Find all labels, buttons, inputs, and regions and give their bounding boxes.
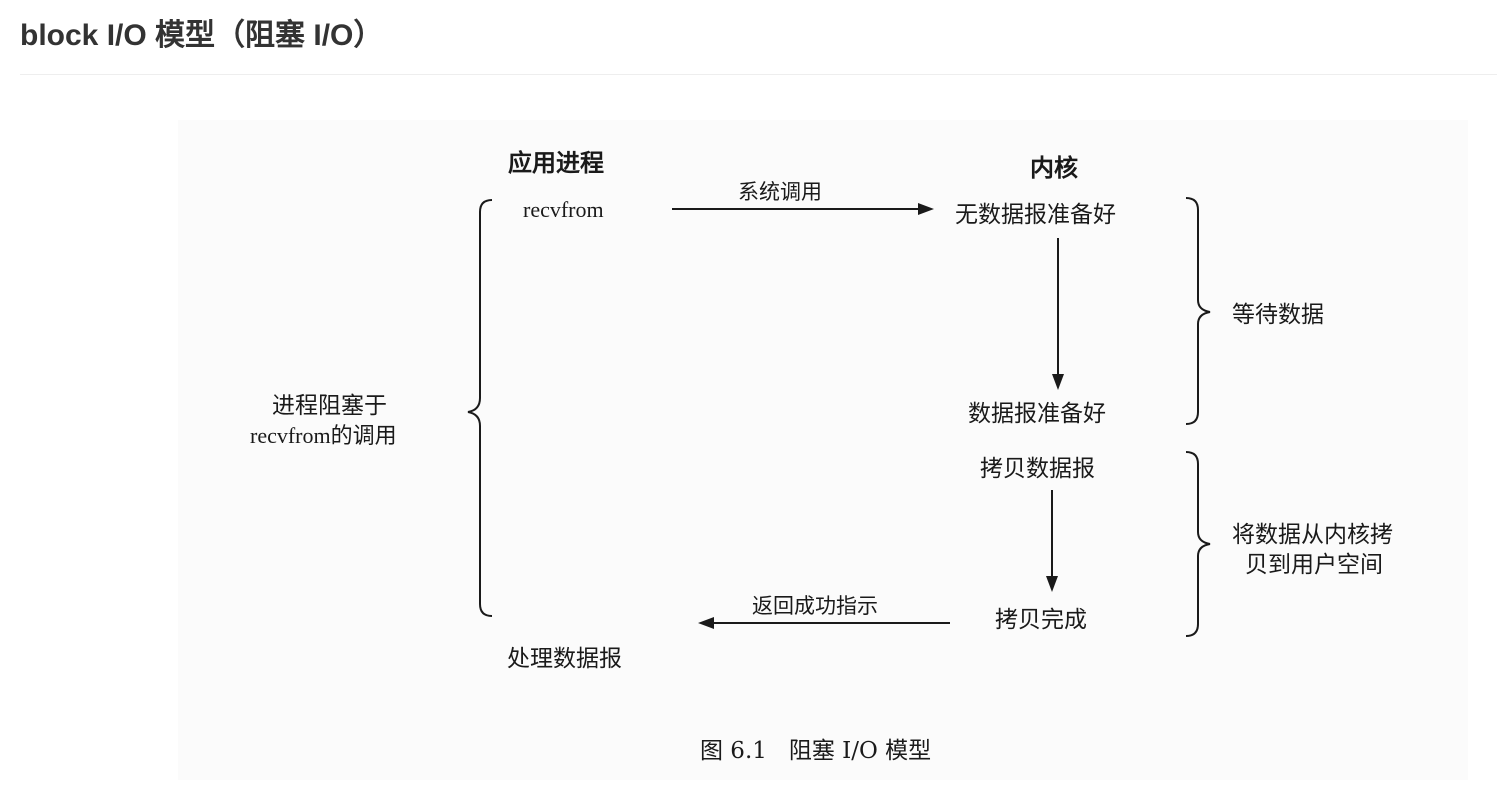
copy-to-user-brace xyxy=(1185,451,1211,637)
return-success-label: 返回成功指示 xyxy=(752,594,878,618)
copy-to-user-label-line2: 贝到用户空间 xyxy=(1245,552,1383,578)
page-heading: block I/O 模型（阻塞 I/O） xyxy=(20,19,384,52)
process-datagram: 处理数据报 xyxy=(507,646,622,672)
heading-divider xyxy=(20,74,1497,75)
datagram-ready: 数据报准备好 xyxy=(968,401,1106,427)
no-datagram-ready: 无数据报准备好 xyxy=(955,202,1116,228)
figure-caption: 图 6.1 阻塞 I/O 模型 xyxy=(700,738,931,764)
system-call-arrowhead xyxy=(918,203,934,215)
copy-to-user-label-line1: 将数据从内核拷 xyxy=(1232,522,1393,548)
recvfrom-call: recvfrom xyxy=(523,197,604,222)
copy-datagram: 拷贝数据报 xyxy=(980,456,1095,482)
wait-arrowhead xyxy=(1052,374,1064,390)
copy-arrowhead xyxy=(1046,576,1058,592)
process-blocked-label-line2: recvfrom的调用 xyxy=(250,423,397,448)
kernel-header: 内核 xyxy=(1030,154,1078,182)
process-blocked-label-line1: 进程阻塞于 xyxy=(272,393,387,419)
wait-for-data-label: 等待数据 xyxy=(1232,302,1324,328)
scanned-figure-background xyxy=(178,120,1468,780)
wait-for-data-brace xyxy=(1185,197,1211,425)
process-blocked-brace xyxy=(467,199,493,617)
return-arrowhead xyxy=(698,617,714,629)
copy-complete: 拷贝完成 xyxy=(995,607,1087,633)
system-call-label: 系统调用 xyxy=(738,180,822,204)
app-process-header: 应用进程 xyxy=(508,149,604,177)
